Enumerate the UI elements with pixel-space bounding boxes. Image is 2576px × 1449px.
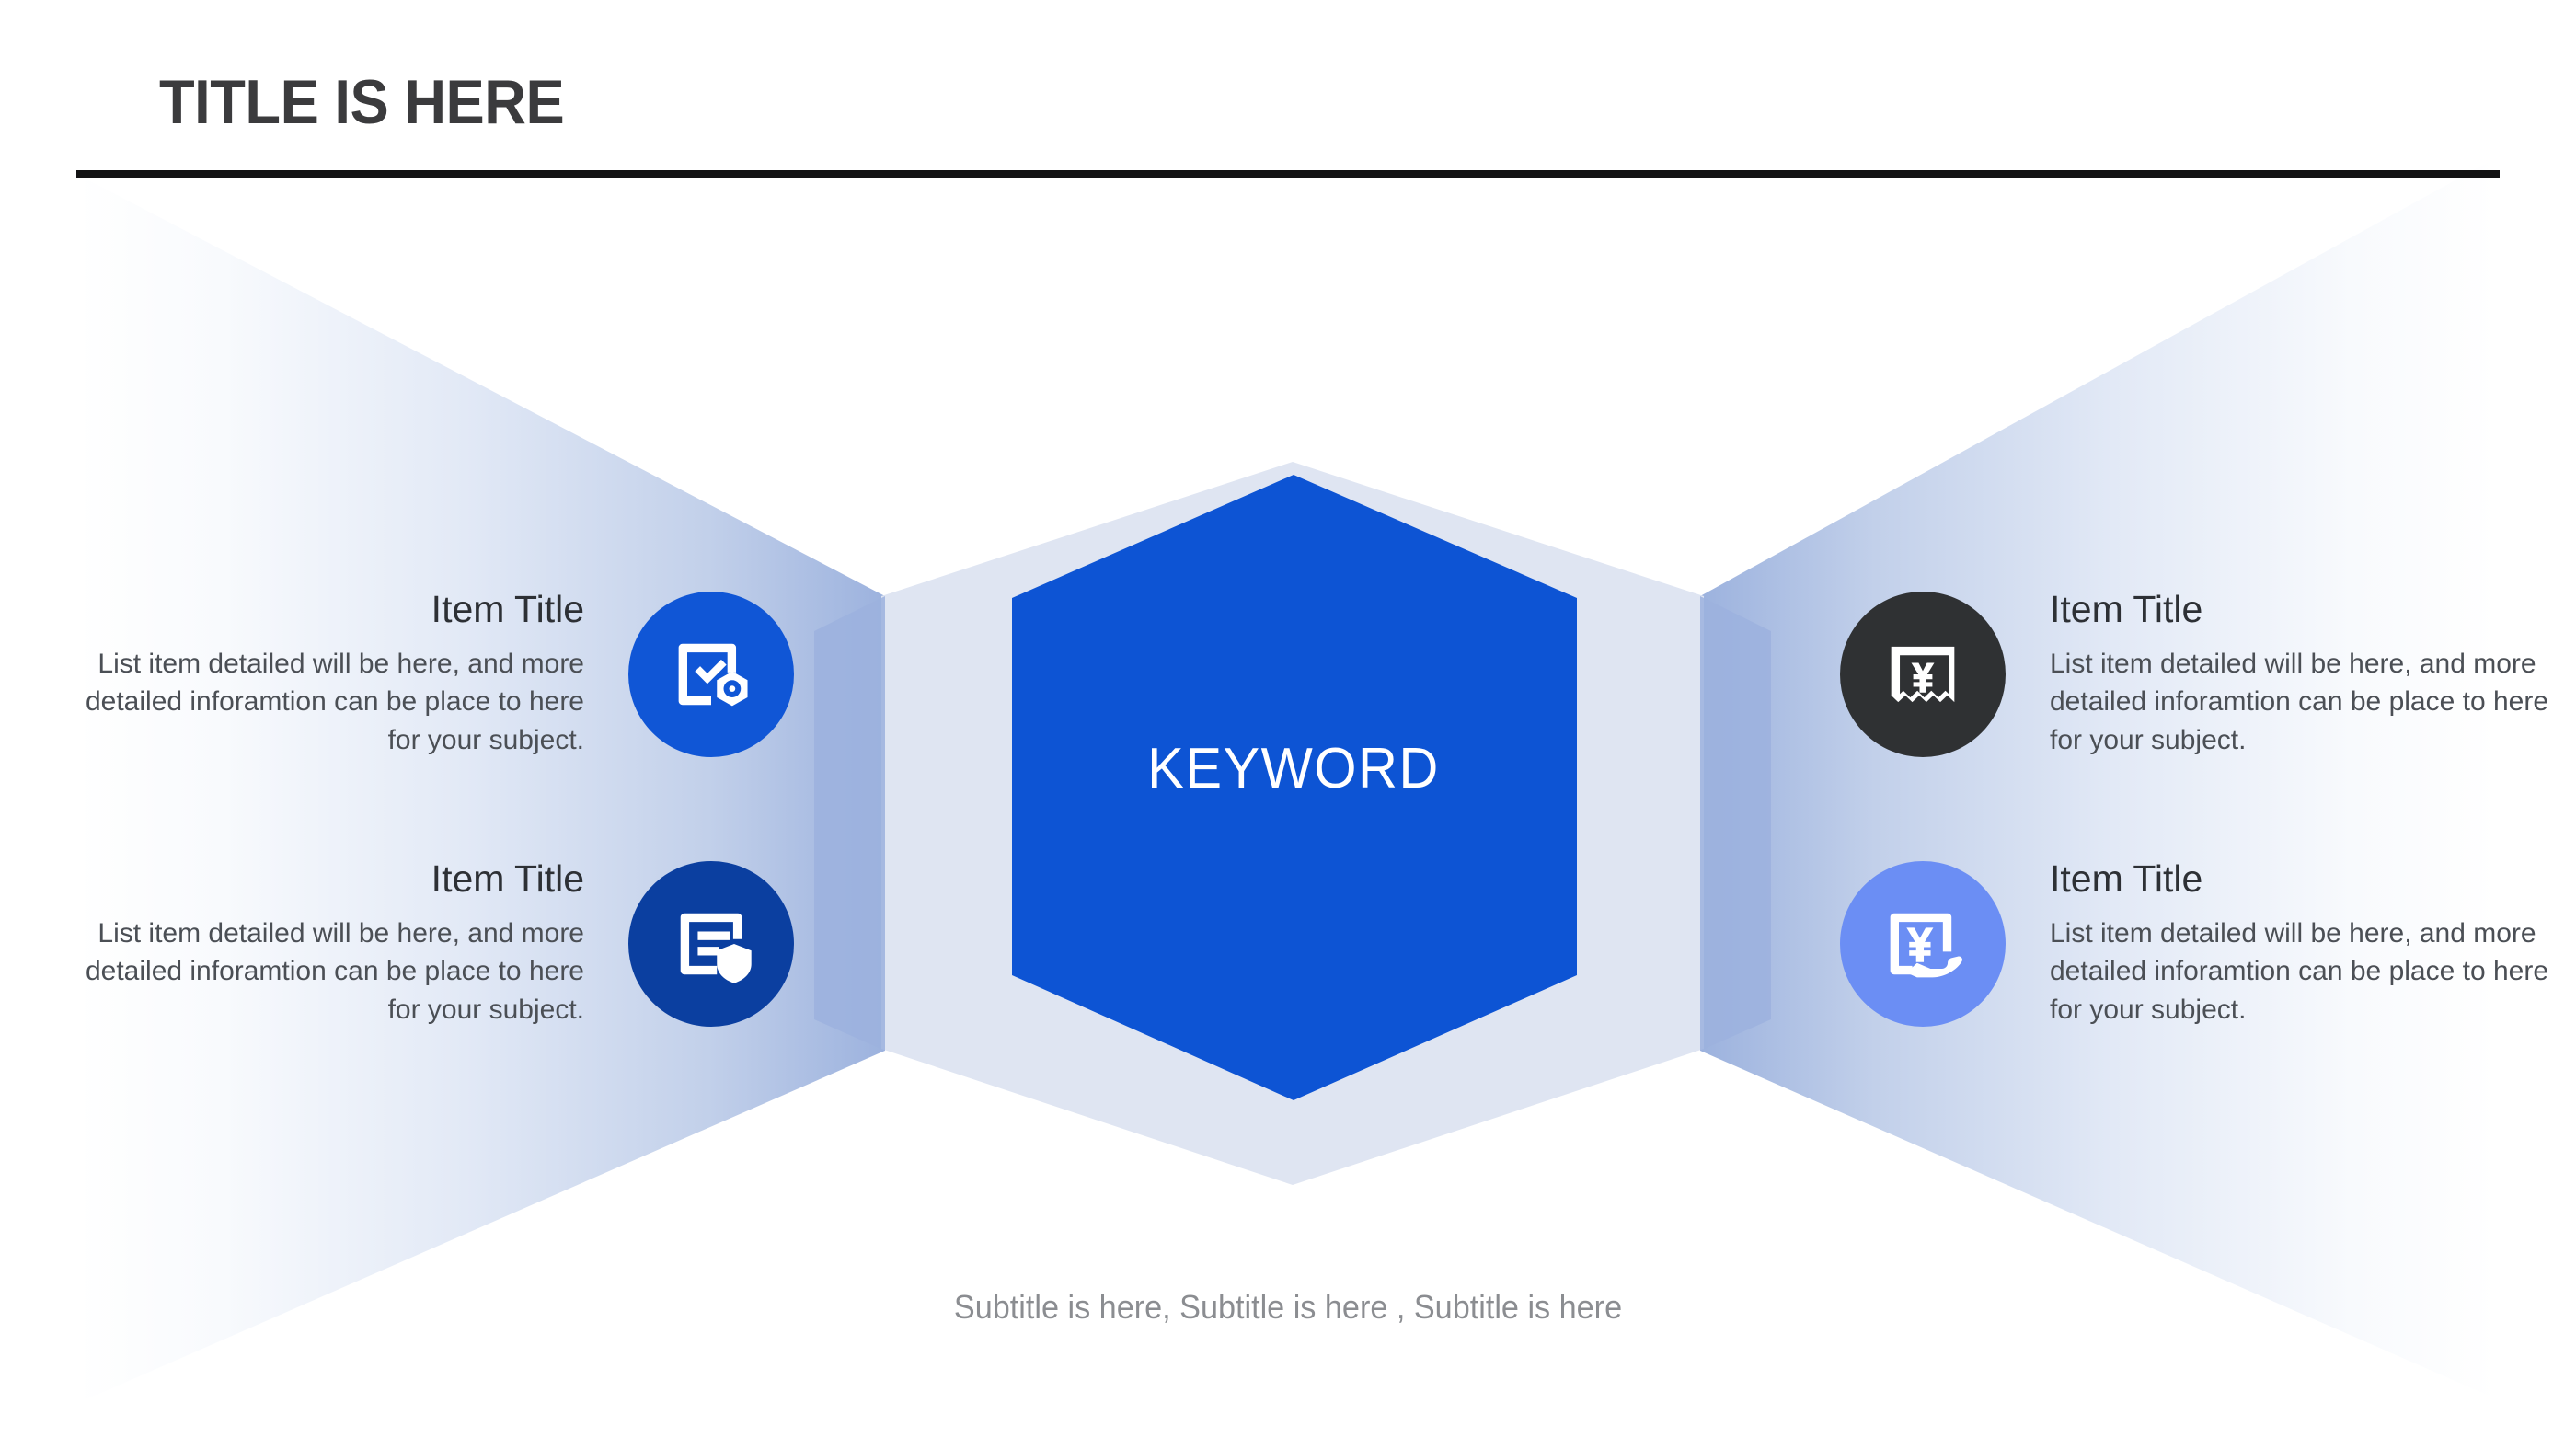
- left-wedge-shape: [78, 175, 885, 1403]
- item-text-block: Item Title List item detailed will be he…: [51, 588, 584, 759]
- item-description: List item detailed will be here, and mor…: [2050, 649, 2549, 755]
- list-item[interactable]: Item Title List item detailed will be he…: [1840, 857, 2576, 1029]
- item-description: List item detailed will be here, and mor…: [85, 649, 584, 755]
- document-shield-icon[interactable]: [628, 860, 794, 1027]
- checkbox-gear-icon[interactable]: [628, 591, 794, 757]
- list-item[interactable]: Item Title List item detailed will be he…: [1840, 588, 2576, 759]
- receipt-yen-icon[interactable]: [1840, 591, 2006, 757]
- right-wedge-overlap: [1700, 596, 1771, 1051]
- item-text-block: Item Title List item detailed will be he…: [2050, 857, 2576, 1029]
- right-wedge-shape: [1700, 158, 2495, 1398]
- item-title: Item Title: [2050, 857, 2203, 900]
- item-text-block: Item Title List item detailed will be he…: [51, 857, 584, 1029]
- title-divider-rule: [76, 170, 2500, 178]
- list-item[interactable]: Item Title List item detailed will be he…: [51, 857, 794, 1029]
- left-wedge-overlap: [814, 596, 885, 1051]
- yen-in-hand-glyph: [1890, 913, 1962, 978]
- yen-in-hand-icon[interactable]: [1840, 860, 2006, 1027]
- checkbox-gear-glyph: [678, 643, 748, 706]
- document-shield-glyph: [680, 913, 752, 983]
- item-description: List item detailed will be here, and mor…: [2050, 918, 2549, 1025]
- list-item[interactable]: Item Title List item detailed will be he…: [51, 588, 794, 759]
- item-title: Item Title: [431, 588, 584, 630]
- item-title: Item Title: [2050, 588, 2203, 630]
- center-keyword-label: KEYWORD: [1147, 737, 1440, 800]
- item-text-block: Item Title List item detailed will be he…: [2050, 588, 2576, 759]
- page-title: TITLE IS HERE: [159, 67, 565, 137]
- receipt-yen-glyph: [1891, 646, 1955, 702]
- outer-hexagon-shape: [881, 462, 1704, 1185]
- item-title: Item Title: [431, 857, 584, 900]
- slide-subtitle: Subtitle is here, Subtitle is here , Sub…: [953, 1288, 1623, 1326]
- item-description: List item detailed will be here, and mor…: [85, 918, 584, 1025]
